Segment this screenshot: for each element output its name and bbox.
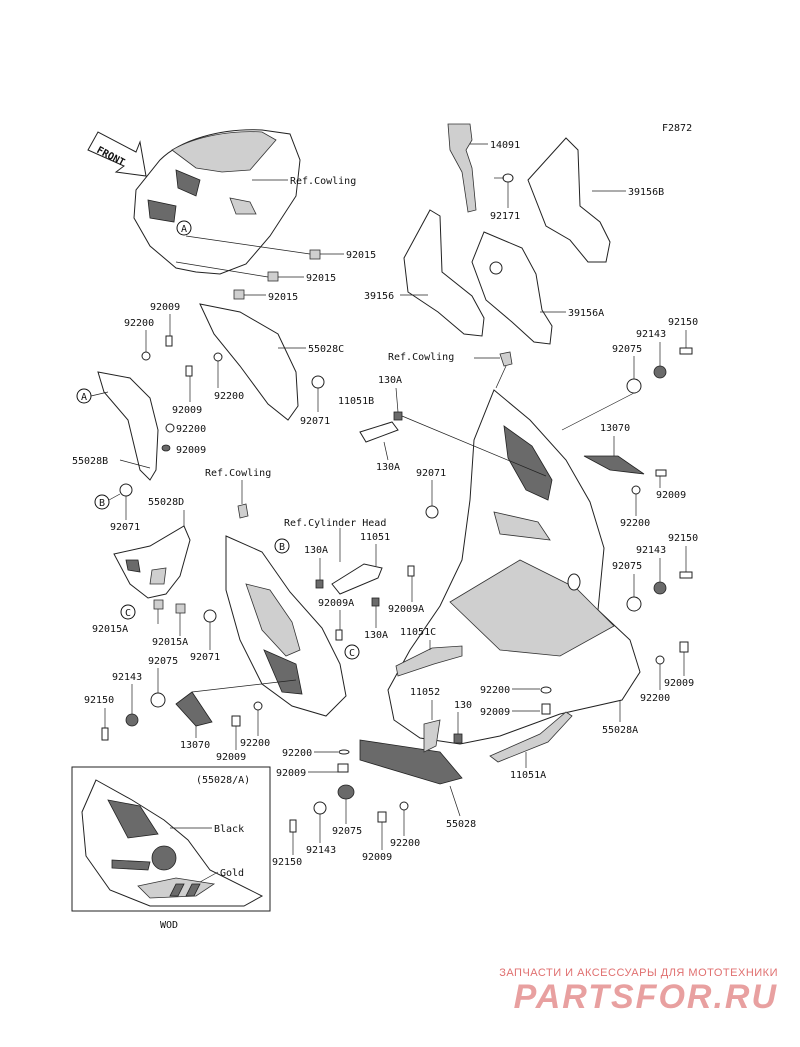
part-label-11051: 11051	[360, 532, 390, 543]
part-label-11051A: 11051A	[510, 770, 546, 781]
part-label-92071-4: 92071	[416, 468, 446, 479]
part-label-130A-4: 130A	[364, 630, 388, 641]
marker-b-left: B	[99, 498, 105, 509]
part-label-92200-8: 92200	[282, 748, 312, 759]
part-label-92150-2: 92150	[668, 533, 698, 544]
part-label-92171: 92171	[490, 211, 520, 222]
front-arrow-icon: FRONT	[87, 131, 147, 177]
ref-cylinder-head-label: Ref.Cylinder Head	[284, 518, 386, 529]
inset-cowling-shape	[81, 779, 264, 907]
part-label-55028D: 55028D	[148, 497, 184, 508]
part-label-92143-3: 92143	[112, 672, 142, 683]
part-label-92150-1: 92150	[668, 317, 698, 328]
part-label-92200-6: 92200	[480, 685, 510, 696]
part-label-92075-1: 92075	[612, 344, 642, 355]
marker-c-left: C	[125, 608, 131, 619]
part-label-92009-7: 92009	[216, 752, 246, 763]
part-label-92009-8: 92009	[276, 768, 306, 779]
ref-cowling-label-3: Ref.Cowling	[388, 352, 454, 363]
part-label-92009-9: 92009	[362, 852, 392, 863]
upper-cowling-shape	[133, 129, 301, 275]
part-label-92009-2: 92009	[172, 405, 202, 416]
part-label-13070-2: 13070	[180, 740, 210, 751]
part-label-92143-2: 92143	[636, 545, 666, 556]
part-label-92200-2: 92200	[214, 391, 244, 402]
part-label-92150-4: 92150	[272, 857, 302, 868]
watermark-tagline: ЗАПЧАСТИ И АКСЕССУАРЫ ДЛЯ МОТОТЕХНИКИ	[499, 967, 778, 979]
marker-c-center: C	[349, 648, 355, 659]
ref-cowling-label-2: Ref.Cowling	[205, 468, 271, 479]
inset-title: (55028/A)	[196, 775, 250, 786]
watermark: ЗАПЧАСТИ И АКСЕССУАРЫ ДЛЯ МОТОТЕХНИКИ PA…	[499, 967, 778, 1015]
part-label-14091: 14091	[490, 140, 520, 151]
lower-cowling-left-shape	[225, 535, 347, 717]
part-label-92071-1: 92071	[300, 416, 330, 427]
part-label-92009-6: 92009	[480, 707, 510, 718]
part-label-92009-5: 92009	[664, 678, 694, 689]
part-label-92071-2: 92071	[110, 522, 140, 533]
part-label-11051B: 11051B	[338, 396, 374, 407]
part-label-92200-5: 92200	[640, 693, 670, 704]
part-label-130A-3: 130A	[304, 545, 328, 556]
part-label-55028B: 55028B	[72, 456, 108, 467]
part-label-92200-9: 92200	[390, 838, 420, 849]
part-label-39156A: 39156A	[568, 308, 604, 319]
inset-box	[71, 766, 271, 912]
part-label-92075-3: 92075	[148, 656, 178, 667]
part-label-92200-7: 92200	[240, 738, 270, 749]
figure-code: F2872	[662, 123, 692, 134]
part-label-92200-1: 92200	[124, 318, 154, 329]
marker-a-left: A	[81, 392, 87, 403]
part-label-92143-4: 92143	[306, 845, 336, 856]
part-label-11051C: 11051C	[400, 627, 436, 638]
part-label-92009-3: 92009	[176, 445, 206, 456]
part-label-13070-1: 13070	[600, 423, 630, 434]
part-label-39156: 39156	[364, 291, 394, 302]
watermark-brand: PARTSFOR.RU	[513, 978, 778, 1016]
part-label-55028: 55028	[446, 819, 476, 830]
part-label-92200-4: 92200	[620, 518, 650, 529]
part-label-55028C: 55028C	[308, 344, 344, 355]
inset-label-gold: Gold	[220, 868, 244, 879]
part-label-92015-3: 92015	[268, 292, 298, 303]
part-label-92150-3: 92150	[84, 695, 114, 706]
part-label-55028A: 55028A	[602, 725, 638, 736]
part-label-130A-1: 130A	[378, 375, 402, 386]
lower-cowling-right-shape	[359, 389, 641, 785]
part-label-130: 130	[454, 700, 472, 711]
part-label-39156B: 39156B	[628, 187, 664, 198]
part-label-92015-1: 92015	[346, 250, 376, 261]
part-label-92009-1: 92009	[150, 302, 180, 313]
part-label-92143-1: 92143	[636, 329, 666, 340]
part-label-92009-4: 92009	[656, 490, 686, 501]
part-label-92009A-2: 92009A	[388, 604, 424, 615]
part-label-92075-2: 92075	[612, 561, 642, 572]
marker-a-top: A	[181, 224, 187, 235]
ref-cowling-label-1: Ref.Cowling	[290, 176, 356, 187]
part-label-92015A-2: 92015A	[152, 637, 188, 648]
inset-label-black: Black	[214, 824, 244, 835]
part-label-130A-2: 130A	[376, 462, 400, 473]
part-label-92071-3: 92071	[190, 652, 220, 663]
part-label-92009A-1: 92009A	[318, 598, 354, 609]
inset-caption: WOD	[160, 920, 178, 931]
part-label-92015A-1: 92015A	[92, 624, 128, 635]
part-label-92015-2: 92015	[306, 273, 336, 284]
part-label-92075-4: 92075	[332, 826, 362, 837]
marker-b-center: B	[279, 542, 285, 553]
part-label-11052: 11052	[410, 687, 440, 698]
part-label-92200-3: 92200	[176, 424, 206, 435]
